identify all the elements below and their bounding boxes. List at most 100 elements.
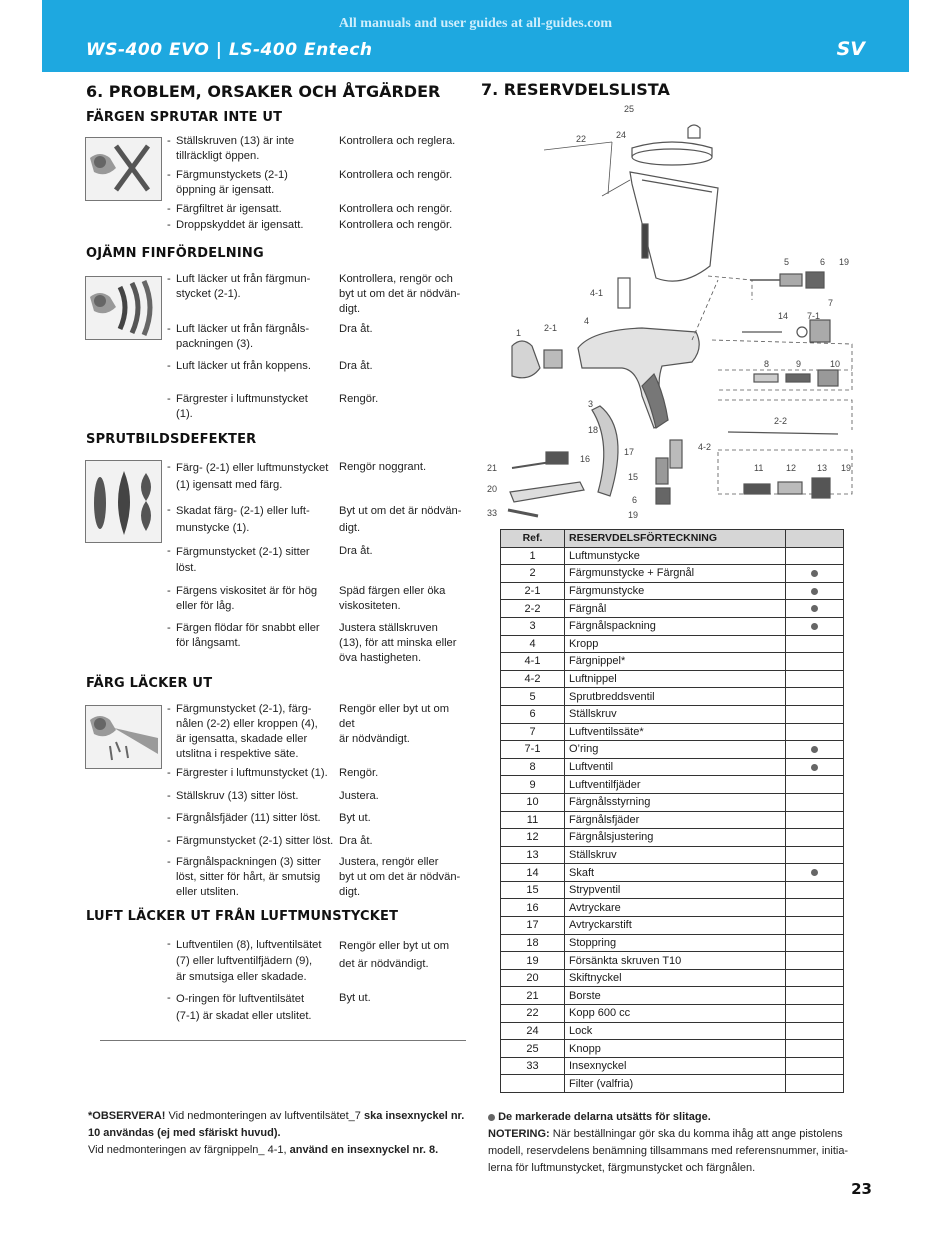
wear-indicator bbox=[785, 599, 844, 618]
wear-indicator bbox=[785, 880, 844, 900]
part-name: Filter (valfria) bbox=[564, 1074, 786, 1093]
section-divider bbox=[100, 1040, 466, 1041]
part-ref bbox=[500, 1074, 565, 1093]
wear-indicator bbox=[785, 581, 844, 601]
wear-dot-icon bbox=[811, 746, 818, 754]
wear-dot-icon bbox=[811, 605, 818, 613]
language-code: SV bbox=[836, 38, 865, 60]
svg-text:25: 25 bbox=[624, 104, 634, 114]
wear-indicator bbox=[785, 669, 844, 689]
page-number: 23 bbox=[851, 1180, 872, 1198]
part-ref: 2 bbox=[500, 564, 565, 583]
part-name: Lock bbox=[564, 1021, 786, 1041]
wear-indicator bbox=[785, 1039, 844, 1058]
part-ref: 22 bbox=[500, 1004, 565, 1023]
svg-text:1: 1 bbox=[516, 328, 521, 338]
spray-gun-leak-icon bbox=[85, 705, 162, 769]
wear-indicator bbox=[785, 740, 844, 759]
section6-title: 6. PROBLEM, ORSAKER OCH ÅTGÄRDER bbox=[86, 82, 441, 101]
part-ref: 15 bbox=[500, 880, 565, 900]
part-name: Strypventil bbox=[564, 880, 786, 900]
svg-text:4-1: 4-1 bbox=[590, 288, 603, 298]
wear-indicator bbox=[785, 564, 844, 583]
wear-indicator bbox=[785, 1021, 844, 1041]
part-name: Färgnålspackning bbox=[564, 616, 786, 636]
wear-dot-icon bbox=[811, 763, 818, 771]
part-ref: 11 bbox=[500, 810, 565, 830]
part-ref: 17 bbox=[500, 916, 565, 935]
part-name: Avtryckare bbox=[564, 898, 786, 918]
svg-text:5: 5 bbox=[784, 257, 789, 267]
part-name: Färgnippel* bbox=[564, 652, 786, 671]
wear-indicator bbox=[785, 986, 844, 1006]
part-name: Knopp bbox=[564, 1039, 786, 1058]
svg-text:14: 14 bbox=[778, 311, 788, 321]
wear-indicator bbox=[785, 792, 844, 812]
wear-indicator bbox=[785, 757, 844, 777]
wear-indicator bbox=[785, 634, 844, 654]
part-name: Skaft bbox=[564, 863, 786, 882]
diagram-labels: 25 22 24 5 6 19 4-1 7 14 7-1 1 2-1 4 8 9… bbox=[487, 104, 851, 520]
table-header-row: Ref. RESERVDELSFÖRTECKNING bbox=[500, 529, 844, 548]
part-name: Borste bbox=[564, 986, 786, 1006]
svg-text:19: 19 bbox=[839, 257, 849, 267]
part-name: Kopp 600 cc bbox=[564, 1004, 786, 1023]
svg-text:9: 9 bbox=[796, 359, 801, 369]
wear-indicator bbox=[785, 898, 844, 918]
part-ref: 7 bbox=[500, 722, 565, 742]
part-name: Färgnålsjustering bbox=[564, 828, 786, 847]
part-ref: 16 bbox=[500, 898, 565, 918]
svg-text:12: 12 bbox=[786, 463, 796, 473]
part-ref: 7-1 bbox=[500, 740, 565, 759]
column-ref: Ref. bbox=[500, 529, 565, 548]
part-name: Insexnyckel bbox=[564, 1056, 786, 1076]
group-heading: LUFT LÄCKER UT FRÅN LUFTMUNSTYCKET bbox=[86, 909, 399, 924]
part-ref: 10 bbox=[500, 792, 565, 812]
part-ref: 6 bbox=[500, 704, 565, 724]
wear-indicator bbox=[785, 652, 844, 671]
part-name: Luftventilfjäder bbox=[564, 775, 786, 794]
wear-dot-icon bbox=[811, 622, 818, 630]
group-heading: FÄRG LÄCKER UT bbox=[86, 676, 213, 691]
svg-text:7: 7 bbox=[828, 298, 833, 308]
svg-text:3: 3 bbox=[588, 399, 593, 409]
part-name: Färgnålsfjäder bbox=[564, 810, 786, 830]
part-name: Försänkta skruven T10 bbox=[564, 951, 786, 970]
part-ref: 5 bbox=[500, 687, 565, 706]
spray-pattern-defects-icon bbox=[85, 460, 162, 543]
wear-indicator bbox=[785, 968, 844, 988]
section7-title: 7. RESERVDELSLISTA bbox=[481, 80, 670, 99]
wear-indicator bbox=[785, 845, 844, 865]
wear-indicator bbox=[785, 722, 844, 742]
part-ref: 2-1 bbox=[500, 581, 565, 601]
part-ref: 13 bbox=[500, 845, 565, 865]
header-banner: All manuals and user guides at all-guide… bbox=[42, 0, 909, 72]
observera-note: *OBSERVERA! Vid nedmonteringen av luftve… bbox=[88, 1110, 465, 1156]
part-ref: 20 bbox=[500, 968, 565, 988]
wear-indicator bbox=[785, 828, 844, 847]
part-ref: 4 bbox=[500, 634, 565, 654]
part-name: Färgnålsstyrning bbox=[564, 792, 786, 812]
part-ref: 3 bbox=[500, 616, 565, 636]
column-wear bbox=[785, 529, 844, 548]
wear-note: De markerade delarna utsätts för slitage… bbox=[488, 1111, 849, 1174]
svg-text:15: 15 bbox=[628, 472, 638, 482]
svg-text:13: 13 bbox=[817, 463, 827, 473]
svg-text:6: 6 bbox=[632, 495, 637, 505]
svg-text:2-2: 2-2 bbox=[774, 416, 787, 426]
part-name: Skiftnyckel bbox=[564, 968, 786, 988]
